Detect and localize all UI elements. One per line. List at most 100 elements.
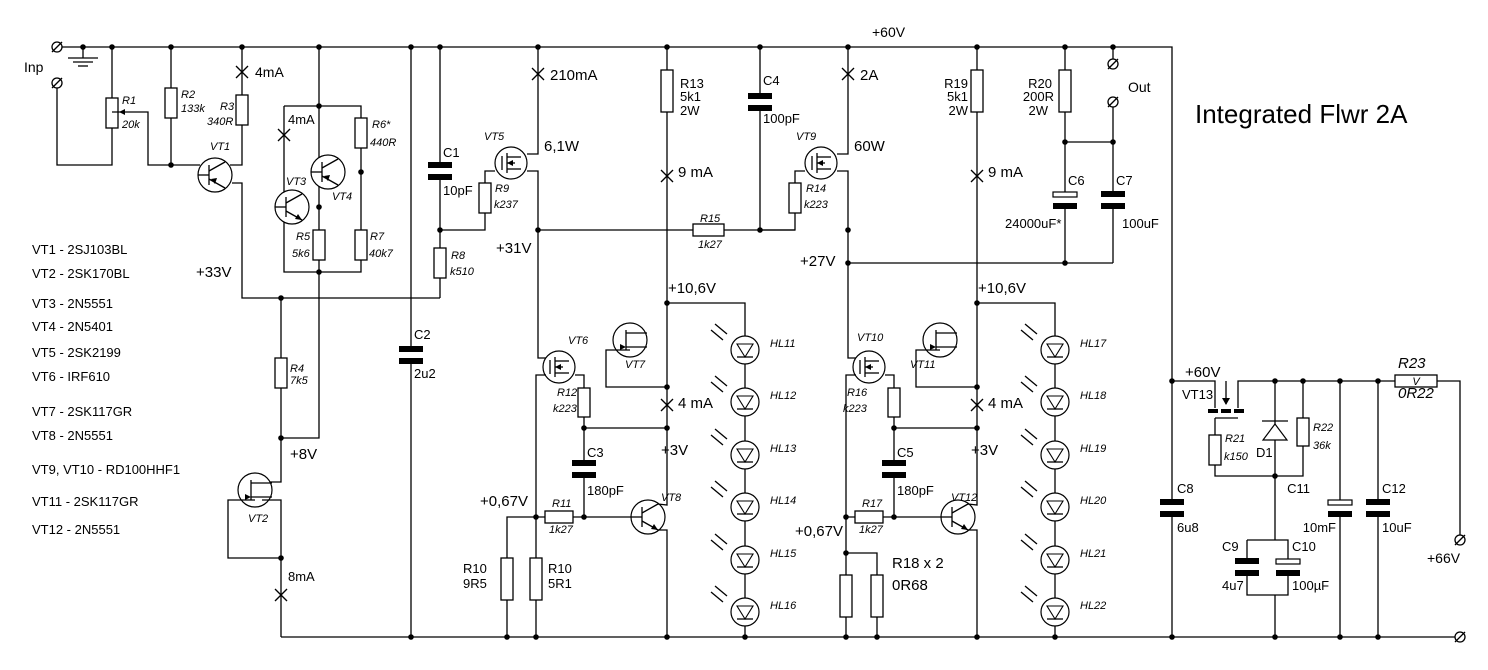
component-label: C10 [1292,539,1316,554]
input-terminal-label: Inp [24,59,44,75]
part-list-item: VT11 - 2SK117GR [32,494,138,509]
capacitor-plate [1366,499,1390,505]
junction-dot [358,169,364,175]
annotation-label: +33V [196,264,231,281]
component-label: k223 [804,199,829,211]
led-label: HL18 [1080,390,1107,402]
wire [1107,58,1119,70]
capacitor-plate [1160,499,1184,505]
annotation-label: +27V [800,253,835,270]
component-label: k510 [450,266,475,278]
arrow [930,344,936,350]
wire [1237,380,1395,408]
led-label: HL19 [1080,443,1106,455]
component-label: R11 [552,498,571,510]
component-label: R9 [495,183,509,195]
resistor [1208,434,1222,466]
resistor [1296,417,1310,447]
jfet-transistor [612,322,648,358]
arrow [651,524,658,530]
resistor [577,387,591,418]
component-label: 200R [1023,89,1054,104]
vt13-gate-arrow [1222,398,1230,405]
component-label: 10mF [1303,520,1336,535]
component-label: VT1 [210,141,230,153]
annotation-label: 8mA [288,569,315,584]
wire [227,499,281,559]
component-label: C11 [1287,481,1310,496]
wire [837,47,849,155]
junction-dot [843,634,849,640]
led-triangle [736,395,754,411]
wire [1020,539,1034,551]
component-label: R15 [700,213,721,225]
led-triangle [1046,605,1064,621]
wire [1024,585,1038,597]
resistor [887,387,901,418]
component-label: R6* [372,119,391,131]
output-terminal-label: Out [1128,79,1151,95]
wire [841,67,855,81]
component-label: R2 [181,89,195,101]
resistor [105,97,119,129]
component-label: R4 [290,363,304,375]
part-list-item: VT1 - 2SJ103BL [32,242,127,257]
wire [535,374,546,637]
wire [1024,375,1038,387]
junction-dot [974,425,980,431]
resistor [692,223,725,237]
wire [1020,434,1034,446]
wire [977,302,1056,637]
annotation-label: +0,67V [795,523,843,540]
capacitor-plate [399,358,423,364]
component-label: 5R1 [548,576,572,591]
wire [658,529,668,637]
component-label: 5k6 [292,248,311,260]
component-label: 9R5 [463,576,487,591]
junction-dot [742,634,748,640]
wire [112,111,200,166]
junction-dot [845,227,851,233]
wire [660,169,674,183]
component-label: R20 [1028,76,1052,91]
annotation-label: +3V [971,442,998,459]
wire [527,47,539,155]
annotation-label: +10,6V [978,280,1026,297]
component-label: 1k27 [698,239,723,251]
wire [710,329,724,341]
led-triangle [736,605,754,621]
resistor [354,229,368,261]
annotation-label: 4 mA [678,395,713,412]
led-label: HL20 [1080,495,1107,507]
component-label: C12 [1382,481,1406,496]
led-triangle [736,553,754,569]
resistor [870,574,884,618]
capacitor-plate [1235,570,1259,576]
resistor [839,574,853,618]
component-label: 100uF [1122,216,1159,231]
arrow [865,364,871,370]
component-label: 440R [370,137,396,149]
wire [845,374,856,637]
junction-dot [1375,634,1381,640]
resistor [1058,69,1072,113]
wire [710,486,724,498]
component-label: 5k1 [947,89,968,104]
component-label: R13 [680,76,704,91]
component-label: VT6 [568,335,589,347]
junction-dot [316,269,322,275]
component-label: VT4 [332,191,352,203]
component-label: C6 [1068,173,1085,188]
component-label: R12 [557,387,577,399]
wire [1024,428,1038,440]
resistor [970,69,984,113]
wire [1024,533,1038,545]
component-label: R21 [1225,433,1245,445]
led-triangle [1046,553,1064,569]
annotation-label: +10,6V [668,280,716,297]
component-label: R22 [1313,422,1333,434]
annotation-label: 4mA [288,112,315,127]
wire [1020,329,1034,341]
annotation-label: +60V [1185,364,1220,381]
jfet-transistor [922,322,958,358]
